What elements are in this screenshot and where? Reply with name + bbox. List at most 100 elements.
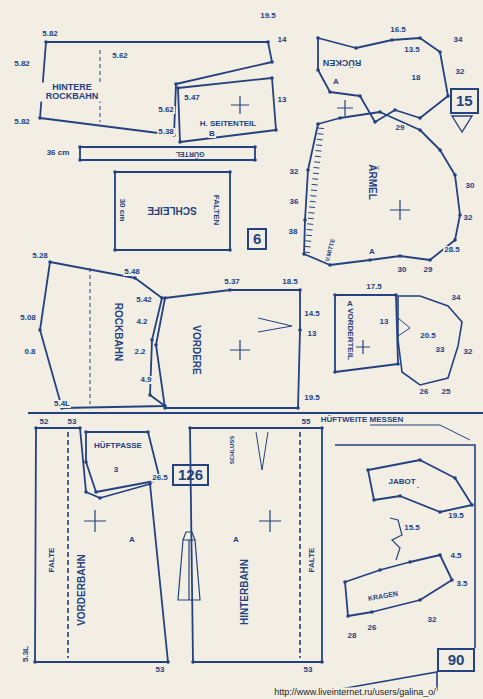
corner-dot [34,426,38,430]
pattern-piece: KRAGEN [343,553,454,618]
corner-dot [94,490,98,494]
corner-dot [78,426,82,430]
corner-dot [470,503,474,507]
corner-dot [393,108,397,112]
corner-dot [84,430,88,434]
dimension-label: 26 [419,388,430,396]
corner-dot [148,393,152,397]
corner-dot [303,218,307,222]
model-sketch [178,532,200,600]
corner-dot [113,170,117,174]
piece-outline [40,42,272,135]
dimension-label: 5.37 [223,278,241,286]
piece-name: VORDERBAHN [77,553,88,627]
dimension-label: 14 [277,36,288,44]
corner-dot [298,288,302,292]
ease-tick [318,128,324,130]
dimension-label: 52 [39,418,50,426]
corner-dot [298,328,302,332]
ease-tick [313,173,319,175]
corner-dot [328,90,332,94]
dimension-label: 32 [463,214,474,222]
sheet-number: 90 [447,652,466,668]
dimension-label: 5.82 [41,30,59,38]
corner-dot [333,293,337,297]
corner-dot [176,86,180,90]
section-divider [28,412,483,414]
piece-name: ÄRMEL [367,163,378,201]
dimension-label: 5.4L [53,400,71,408]
corner-dot [453,476,457,480]
corner-dot [163,406,167,410]
corner-dot [302,252,306,256]
ease-tick [312,184,318,186]
corner-dot [174,82,178,86]
corner-dot [408,560,412,564]
pattern-piece: VORDERBAHN [33,426,170,664]
corner-dot [316,122,320,126]
corner-dot [394,293,398,297]
piece-outline [366,458,474,514]
corner-dot [133,276,137,280]
dimension-label: 29 [395,124,406,132]
corner-dot [378,568,382,572]
dimension-label: FALTE [48,547,56,574]
dimension-label: 5.08 [19,314,37,322]
dimension-label: 5.62 [157,106,175,114]
piece-outline [302,110,462,267]
piece-outline [188,426,324,664]
corner-dot [306,168,310,172]
corner-dot [398,494,402,498]
ease-tick [314,161,320,163]
piece-outline [178,78,276,142]
dimension-label: 0.8 [23,348,36,356]
watermark: http://www.liveinternet.ru/users/galina_… [273,688,437,697]
dimension-label: 5.42 [135,296,153,304]
corner-dot [343,580,347,584]
ease-tick [308,218,314,220]
corner-dot [354,46,358,50]
piece-name: ROCKBAHN [113,302,124,362]
corner-dot [333,370,337,374]
sheet-number: 6 [252,231,262,247]
pattern-piece: VORDERTEIL [333,293,400,374]
corner-dot [418,598,422,602]
dimension-label: 4.2 [135,318,148,326]
dimension-label: 4.5 [449,552,462,560]
corner-dot [373,120,377,124]
corner-dot [253,145,257,149]
piece-outline [335,295,398,372]
corner-dot [150,338,154,342]
dimension-label: 28.5 [443,246,461,254]
corner-dot [44,40,48,44]
dimension-label: 19.5 [447,512,465,520]
dimension-label: 26 [367,624,378,632]
bodice-piece [398,296,462,385]
corner-dot [154,343,158,347]
corner-dot [346,614,350,618]
dimension-label: FALTE [308,547,316,574]
fold-line [67,432,69,658]
corner-dot [338,116,342,120]
corner-dot [418,458,422,462]
corner-dot [366,468,370,472]
corner-dot [274,128,278,132]
piece-outline [318,38,448,122]
sheet-number-box: 90 [437,648,475,672]
dimension-label: 36 cm [46,149,71,157]
dimension-label: 34 [451,294,462,302]
grain-cross [84,96,418,532]
piece-name: RÜCKEN [322,57,363,66]
piece-outline [78,145,257,162]
piece-name: SCHLEIFE [146,205,197,216]
piece-outline [190,428,322,662]
ease-tick [317,133,323,135]
corner-dot [166,660,170,664]
dimension-label: HÜFTWEITE MESSEN [320,416,405,424]
dart [398,318,410,336]
dimension-label: 53 [155,666,166,674]
piece-outline [115,172,230,250]
dimension-label: 3.5 [455,580,468,588]
dimension-label: 5.28 [31,252,49,260]
dimension-label: 5.62 [111,52,129,60]
